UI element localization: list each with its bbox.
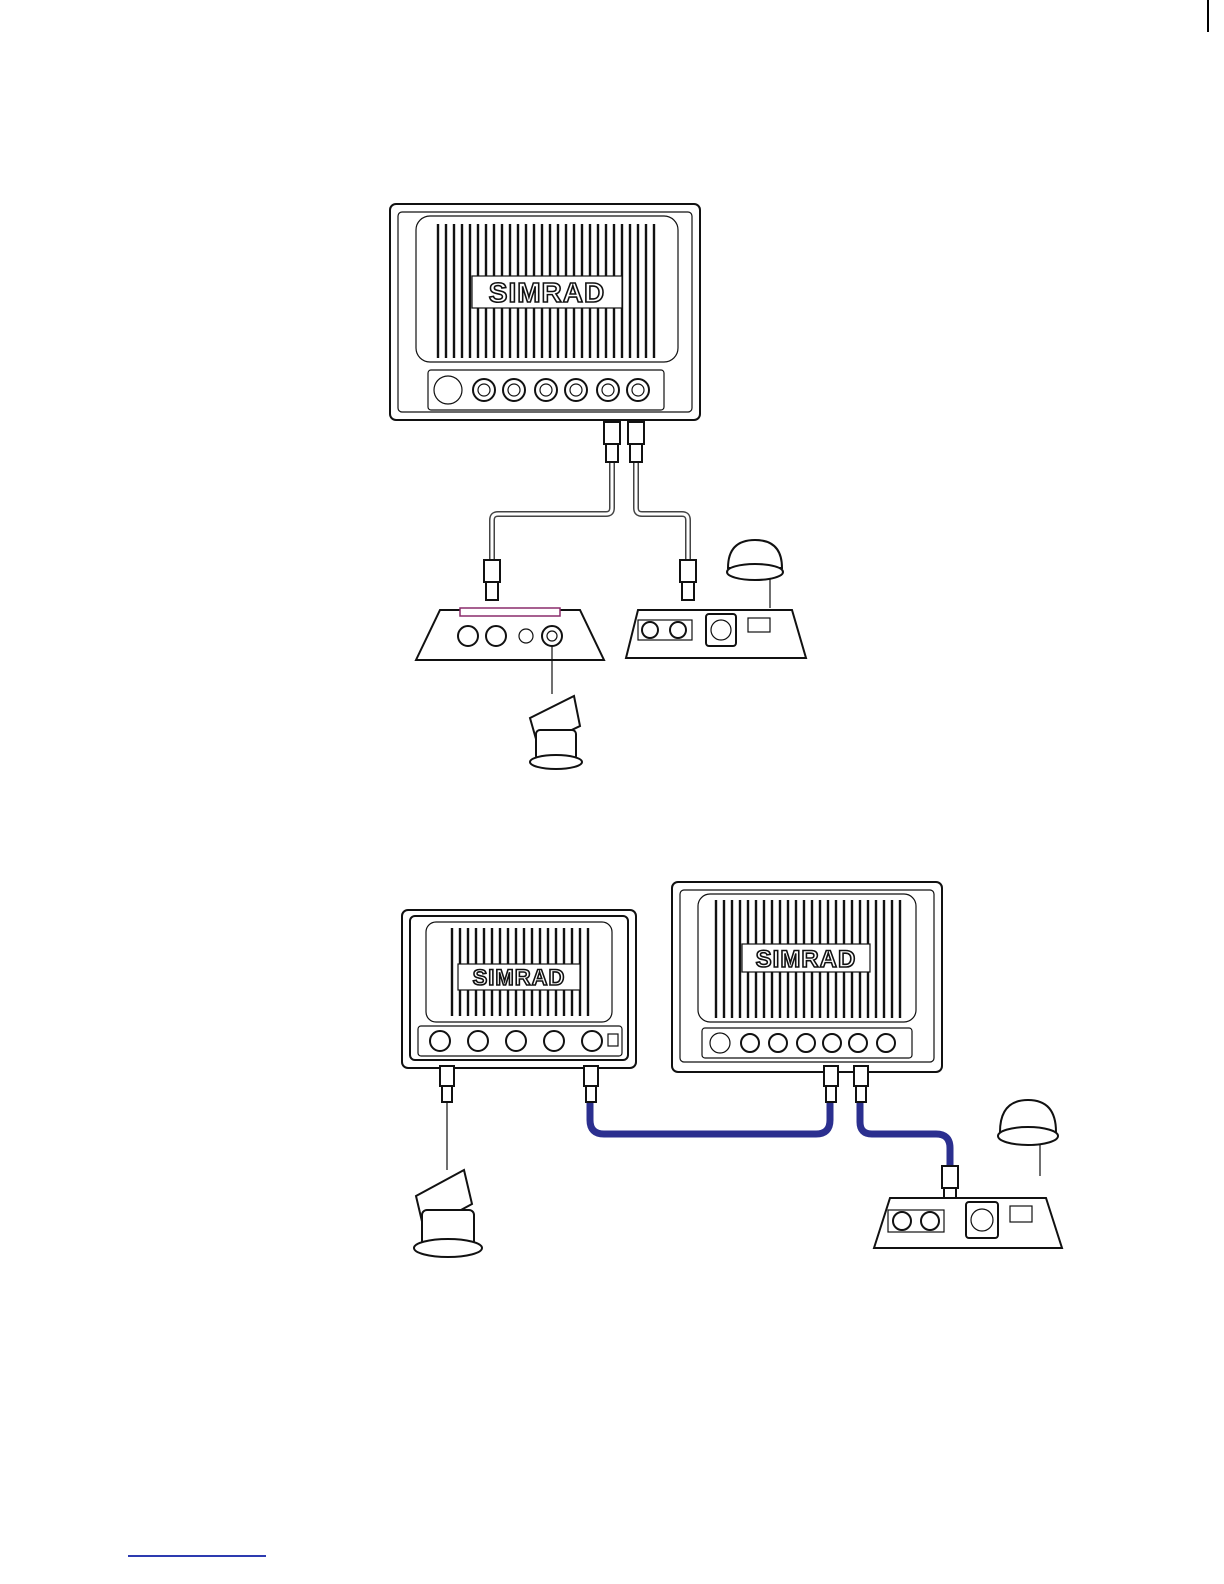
- radar-interface-box: [874, 1198, 1062, 1248]
- brand-logo: SIMRAD: [489, 277, 605, 308]
- brand-logo: SIMRAD: [473, 965, 566, 990]
- ethernet-cables: [492, 462, 688, 560]
- radar-antenna: [727, 540, 783, 608]
- sonar-module: [416, 608, 604, 660]
- transducer: [414, 1170, 482, 1257]
- display-unit-left: SIMRAD: [402, 910, 636, 1068]
- footer-link-underline[interactable]: [128, 1555, 266, 1557]
- single-display-connection-diagram: SIMRAD: [380, 190, 820, 790]
- display-unit-right: SIMRAD: [672, 882, 942, 1072]
- brand-logo: SIMRAD: [756, 946, 857, 973]
- two-display-connection-diagram: SIMRAD SIMRAD: [380, 870, 1100, 1280]
- transducer: [530, 696, 582, 769]
- radar-antenna: [998, 1100, 1058, 1176]
- radar-interface-box: [626, 610, 806, 658]
- page-edge-rule: [1207, 0, 1209, 32]
- ethernet-cables: [590, 1102, 950, 1168]
- display-unit-rear: SIMRAD: [390, 204, 700, 420]
